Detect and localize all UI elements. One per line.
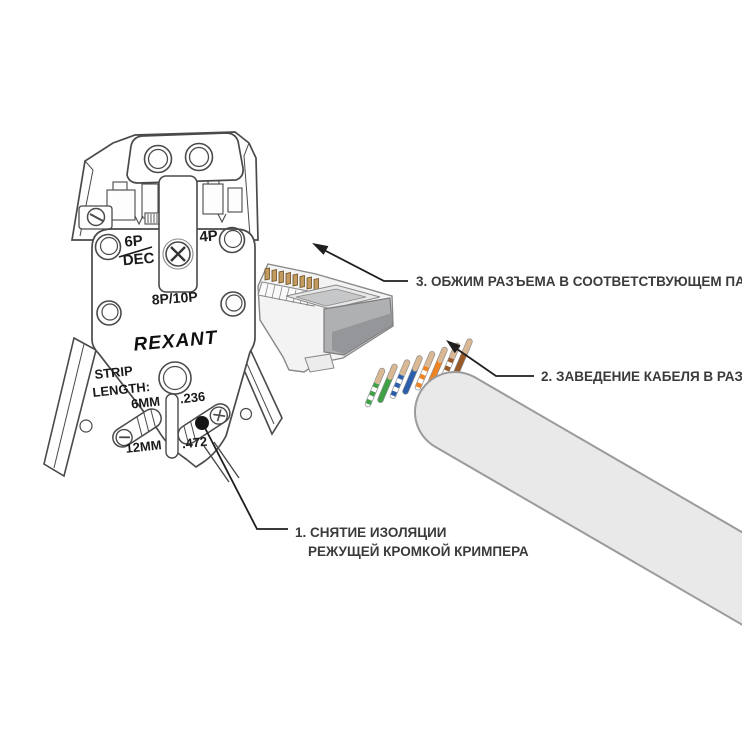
utp-cable: [414, 371, 742, 626]
crimping-tool: 6P DEC 4P 8P/10P REXANT STRIP LENGTH: 6M…: [43, 131, 283, 483]
left-handle: [43, 336, 97, 478]
step-3-label: 3. ОБЖИМ РАЗЪЕМА В СООТВЕТСТВУЮЩЕМ ПАЗУ: [416, 274, 742, 289]
connector-latch: [304, 353, 335, 373]
connector-channel-floor: [295, 288, 367, 307]
annotation-lines: [195, 243, 534, 530]
strip-slot-6mm: [112, 408, 162, 448]
arrow-2-line: [456, 348, 534, 377]
step-2-label: 2. ЗАВЕДЕНИЕ КАБЕЛЯ В РАЗЪЕМ: [541, 369, 742, 384]
step-1-label-line1: 1. СНЯТИЕ ИЗОЛЯЦИИ: [295, 525, 447, 540]
strip-point-marker: [195, 416, 209, 430]
label-6mm: 6MM: [130, 394, 160, 412]
center-tongue: [158, 175, 198, 293]
arrow-3-line: [323, 249, 408, 282]
annotation-text: 3. ОБЖИМ РАЗЪЕМА В СООТВЕТСТВУЮЩЕМ ПАЗУ …: [295, 274, 742, 559]
label-dec: DEC: [122, 250, 155, 270]
label-236: .236: [179, 389, 206, 407]
wire-green: [377, 363, 398, 403]
cutting-blade: [203, 441, 240, 483]
step-1-label-line2: РЕЖУЩЕЙ КРОМКОЙ КРИМПЕРА: [308, 544, 529, 559]
wire-brown: [452, 338, 473, 378]
label-4p: 4P: [199, 227, 219, 246]
arrow-3-head-icon: [312, 243, 329, 255]
label-strip: STRIP: [94, 363, 134, 382]
label-472: .472: [181, 434, 208, 452]
wire-blue: [402, 355, 423, 395]
connector-cavity-shade: [332, 313, 392, 354]
label-12mm: 12MM: [125, 437, 162, 456]
label-length: LENGTH:: [92, 379, 151, 400]
label-8p10p: 8P/10P: [151, 288, 198, 307]
plate-rings: [94, 226, 246, 395]
wire-white-blue: [389, 359, 411, 399]
arrow-2-head-icon: [446, 340, 461, 354]
connector-pins: [264, 267, 319, 291]
wire-white-orange: [414, 351, 436, 391]
center-slot: [165, 393, 179, 459]
leader-1-line: [204, 427, 288, 530]
label-6p: 6P: [124, 232, 144, 251]
rj45-connector: [257, 263, 394, 373]
wire-white-green: [364, 367, 386, 408]
